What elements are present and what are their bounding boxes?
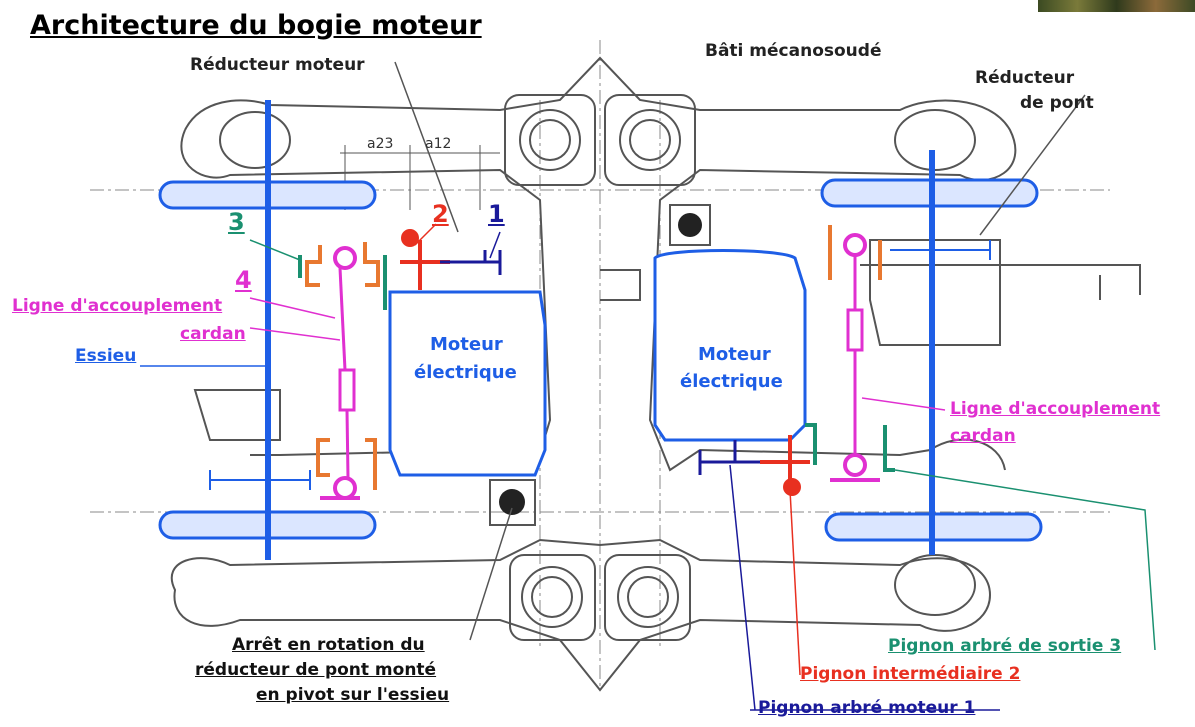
label-arret-3: en pivot sur l'essieu: [256, 685, 450, 705]
label-reducteur-moteur: Réducteur moteur: [190, 55, 365, 75]
label-moteur-left-1: Moteur: [430, 334, 503, 355]
label-dim-a23: a23: [367, 136, 394, 152]
label-pignon-sortie: Pignon arbré de sortie 3: [888, 636, 1122, 656]
leader-lines: [140, 61, 1156, 711]
label-num-3: 3: [228, 208, 245, 236]
axle-gear-shafts: [209, 240, 991, 490]
label-reducteur-pont-2: de pont: [1020, 93, 1094, 113]
motors: [388, 249, 807, 477]
pivot-bolts: [489, 204, 711, 526]
label-bati: Bâti mécanosoudé: [705, 41, 882, 61]
left-lower-reducer: [316, 438, 377, 500]
label-ligne-left-1: Ligne d'accouplement: [12, 296, 223, 316]
label-ligne-right-2: cardan: [950, 426, 1016, 446]
photo-strip: [1038, 0, 1195, 12]
label-arret-1: Arrêt en rotation du: [232, 635, 425, 655]
label-ligne-left-2: cardan: [180, 324, 246, 344]
left-reducer: [298, 229, 502, 310]
label-num-2: 2: [432, 200, 449, 228]
label-pignon-inter: Pignon intermédiaire 2: [800, 664, 1021, 684]
label-pignon-moteur: Pignon arbré moteur 1: [758, 698, 976, 718]
frame: [170, 56, 1141, 692]
label-num-1: 1: [488, 200, 505, 228]
label-ligne-right-1: Ligne d'accouplement: [950, 399, 1161, 419]
label-moteur-right-2: électrique: [680, 371, 783, 392]
label-moteur-right-1: Moteur: [698, 344, 771, 365]
label-reducteur-pont-1: Réducteur: [975, 68, 1075, 88]
cardan-couplings: [338, 255, 864, 479]
label-essieu: Essieu: [75, 346, 137, 366]
label-num-4: 4: [235, 266, 252, 294]
label-arret-2: réducteur de pont monté: [195, 660, 437, 680]
label-moteur-left-2: électrique: [414, 362, 517, 383]
page-title: Architecture du bogie moteur: [30, 10, 482, 41]
label-dim-a12: a12: [425, 136, 452, 152]
center-lines: [90, 40, 1110, 690]
